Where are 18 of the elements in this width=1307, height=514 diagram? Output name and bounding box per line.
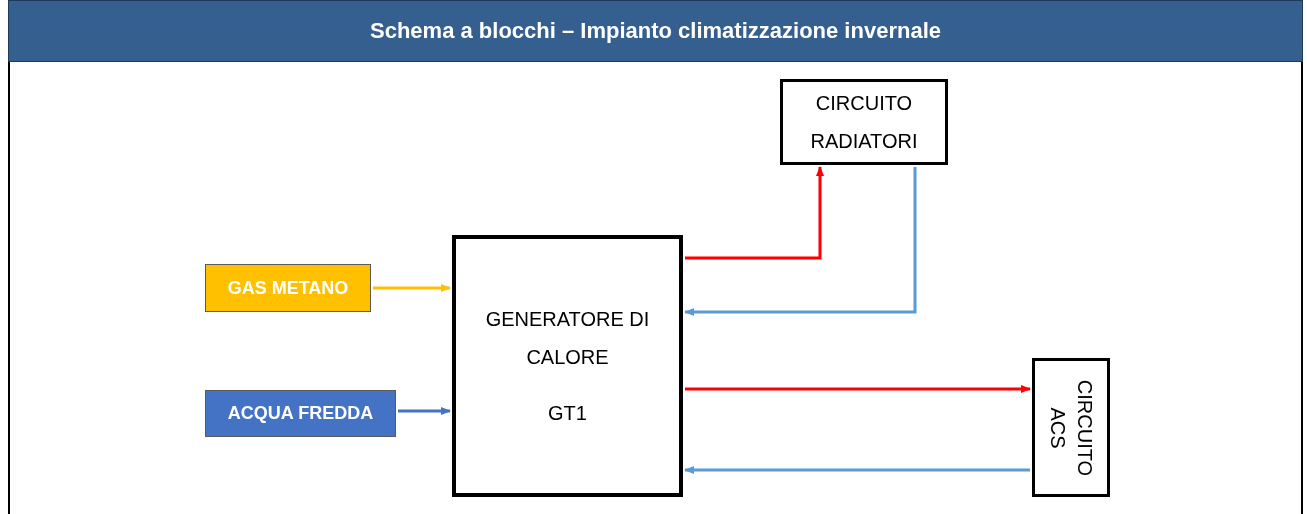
box-label: ACQUA FREDDA — [227, 402, 374, 426]
title: Schema a blocchi – Impianto climatizzazione invernale — [370, 18, 941, 44]
arrow — [685, 166, 824, 260]
box-label: CIRCUITO RADIATORI — [809, 91, 919, 154]
arrow — [684, 466, 1030, 474]
generator-box — [452, 235, 683, 497]
arrow — [398, 407, 451, 415]
arrow — [373, 284, 451, 292]
box-label: GT1 — [548, 401, 587, 426]
input-box — [205, 264, 371, 312]
input-box — [205, 390, 396, 437]
circuit-box — [780, 79, 948, 165]
box-label: GAS METANO — [227, 276, 349, 300]
box-label: CIRCUITO ACS — [1046, 378, 1097, 478]
circuit-box — [1032, 358, 1110, 497]
box-label: GENERATORE DI CALORE — [484, 307, 651, 370]
arrow — [684, 167, 917, 316]
arrow — [685, 385, 1031, 393]
